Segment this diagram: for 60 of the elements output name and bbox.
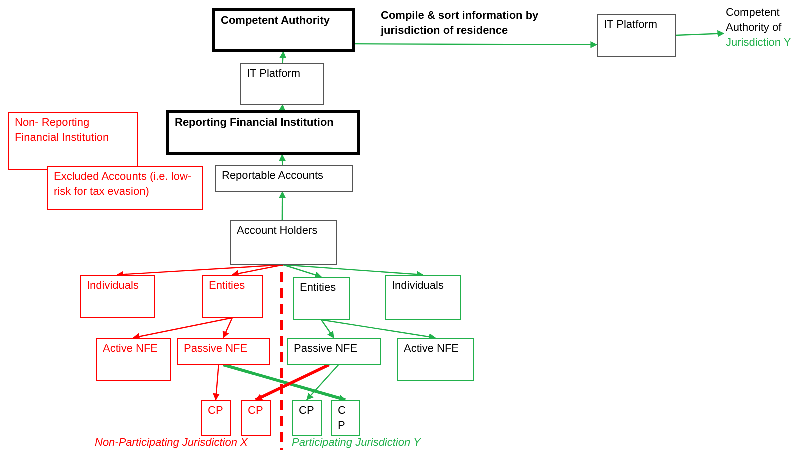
node-text: CP xyxy=(248,404,264,419)
process-box xyxy=(240,63,324,105)
jurisdiction-label: Non-Participating Jurisdiction X xyxy=(95,436,248,450)
process-box xyxy=(215,165,353,192)
node-text: Excluded Accounts (i.e. low-risk for tax evasion) xyxy=(54,170,193,200)
arrow xyxy=(279,191,286,220)
arrow xyxy=(278,104,286,112)
process-box xyxy=(385,275,461,320)
node-text: Passive NFE xyxy=(184,342,249,357)
process-box xyxy=(8,112,138,170)
arrow xyxy=(321,320,334,339)
process-box xyxy=(80,275,155,318)
process-box xyxy=(96,338,171,381)
process-box xyxy=(177,338,270,365)
arrow xyxy=(132,317,233,340)
arrow xyxy=(280,51,287,64)
node-text: Active NFE xyxy=(103,342,160,357)
arrow xyxy=(222,318,234,339)
node-text: Reporting Financial Institution xyxy=(175,116,335,131)
process-box xyxy=(597,14,676,57)
node-text: Non- Reporting Financial Institution xyxy=(15,116,110,146)
process-box xyxy=(293,277,350,320)
arrow xyxy=(306,364,340,401)
arrow xyxy=(232,264,284,278)
arrow xyxy=(213,364,220,401)
node-text: Passive NFE xyxy=(294,342,359,357)
node-text: Entities xyxy=(300,281,338,296)
process-box xyxy=(287,338,381,365)
node-text: CP xyxy=(338,404,347,434)
process-box xyxy=(166,110,360,155)
node-text: Account Holders xyxy=(237,224,319,239)
node-text: Competent Authority xyxy=(221,14,331,29)
process-box xyxy=(241,400,271,436)
arrow xyxy=(255,364,330,402)
node-text: Active NFE xyxy=(404,342,460,357)
process-box xyxy=(212,8,355,52)
process-box xyxy=(331,400,360,436)
process-box xyxy=(397,338,474,381)
arrow xyxy=(676,30,725,38)
node-text: CP xyxy=(299,404,315,419)
arrow xyxy=(279,154,286,166)
node-text: Entities xyxy=(209,279,246,294)
node-text: Competent Authority of xyxy=(726,6,783,36)
process-box xyxy=(202,275,263,318)
node-text: Jurisdiction Y xyxy=(726,36,792,51)
node-text: Individuals xyxy=(392,279,445,294)
arrow xyxy=(355,41,598,48)
node-text: Reportable Accounts xyxy=(222,169,325,184)
process-box xyxy=(201,400,231,436)
node-text: CP xyxy=(208,404,224,419)
arrow xyxy=(283,264,322,278)
arrow xyxy=(223,364,346,402)
arrow xyxy=(321,319,436,340)
process-box xyxy=(47,166,203,210)
node-text: IT Platform xyxy=(247,67,302,82)
jurisdiction-label: Participating Jurisdiction Y xyxy=(292,436,421,450)
process-box xyxy=(292,400,322,436)
process-box xyxy=(230,220,337,265)
node-text: Individuals xyxy=(87,279,140,294)
node-text: IT Platform xyxy=(604,18,659,33)
